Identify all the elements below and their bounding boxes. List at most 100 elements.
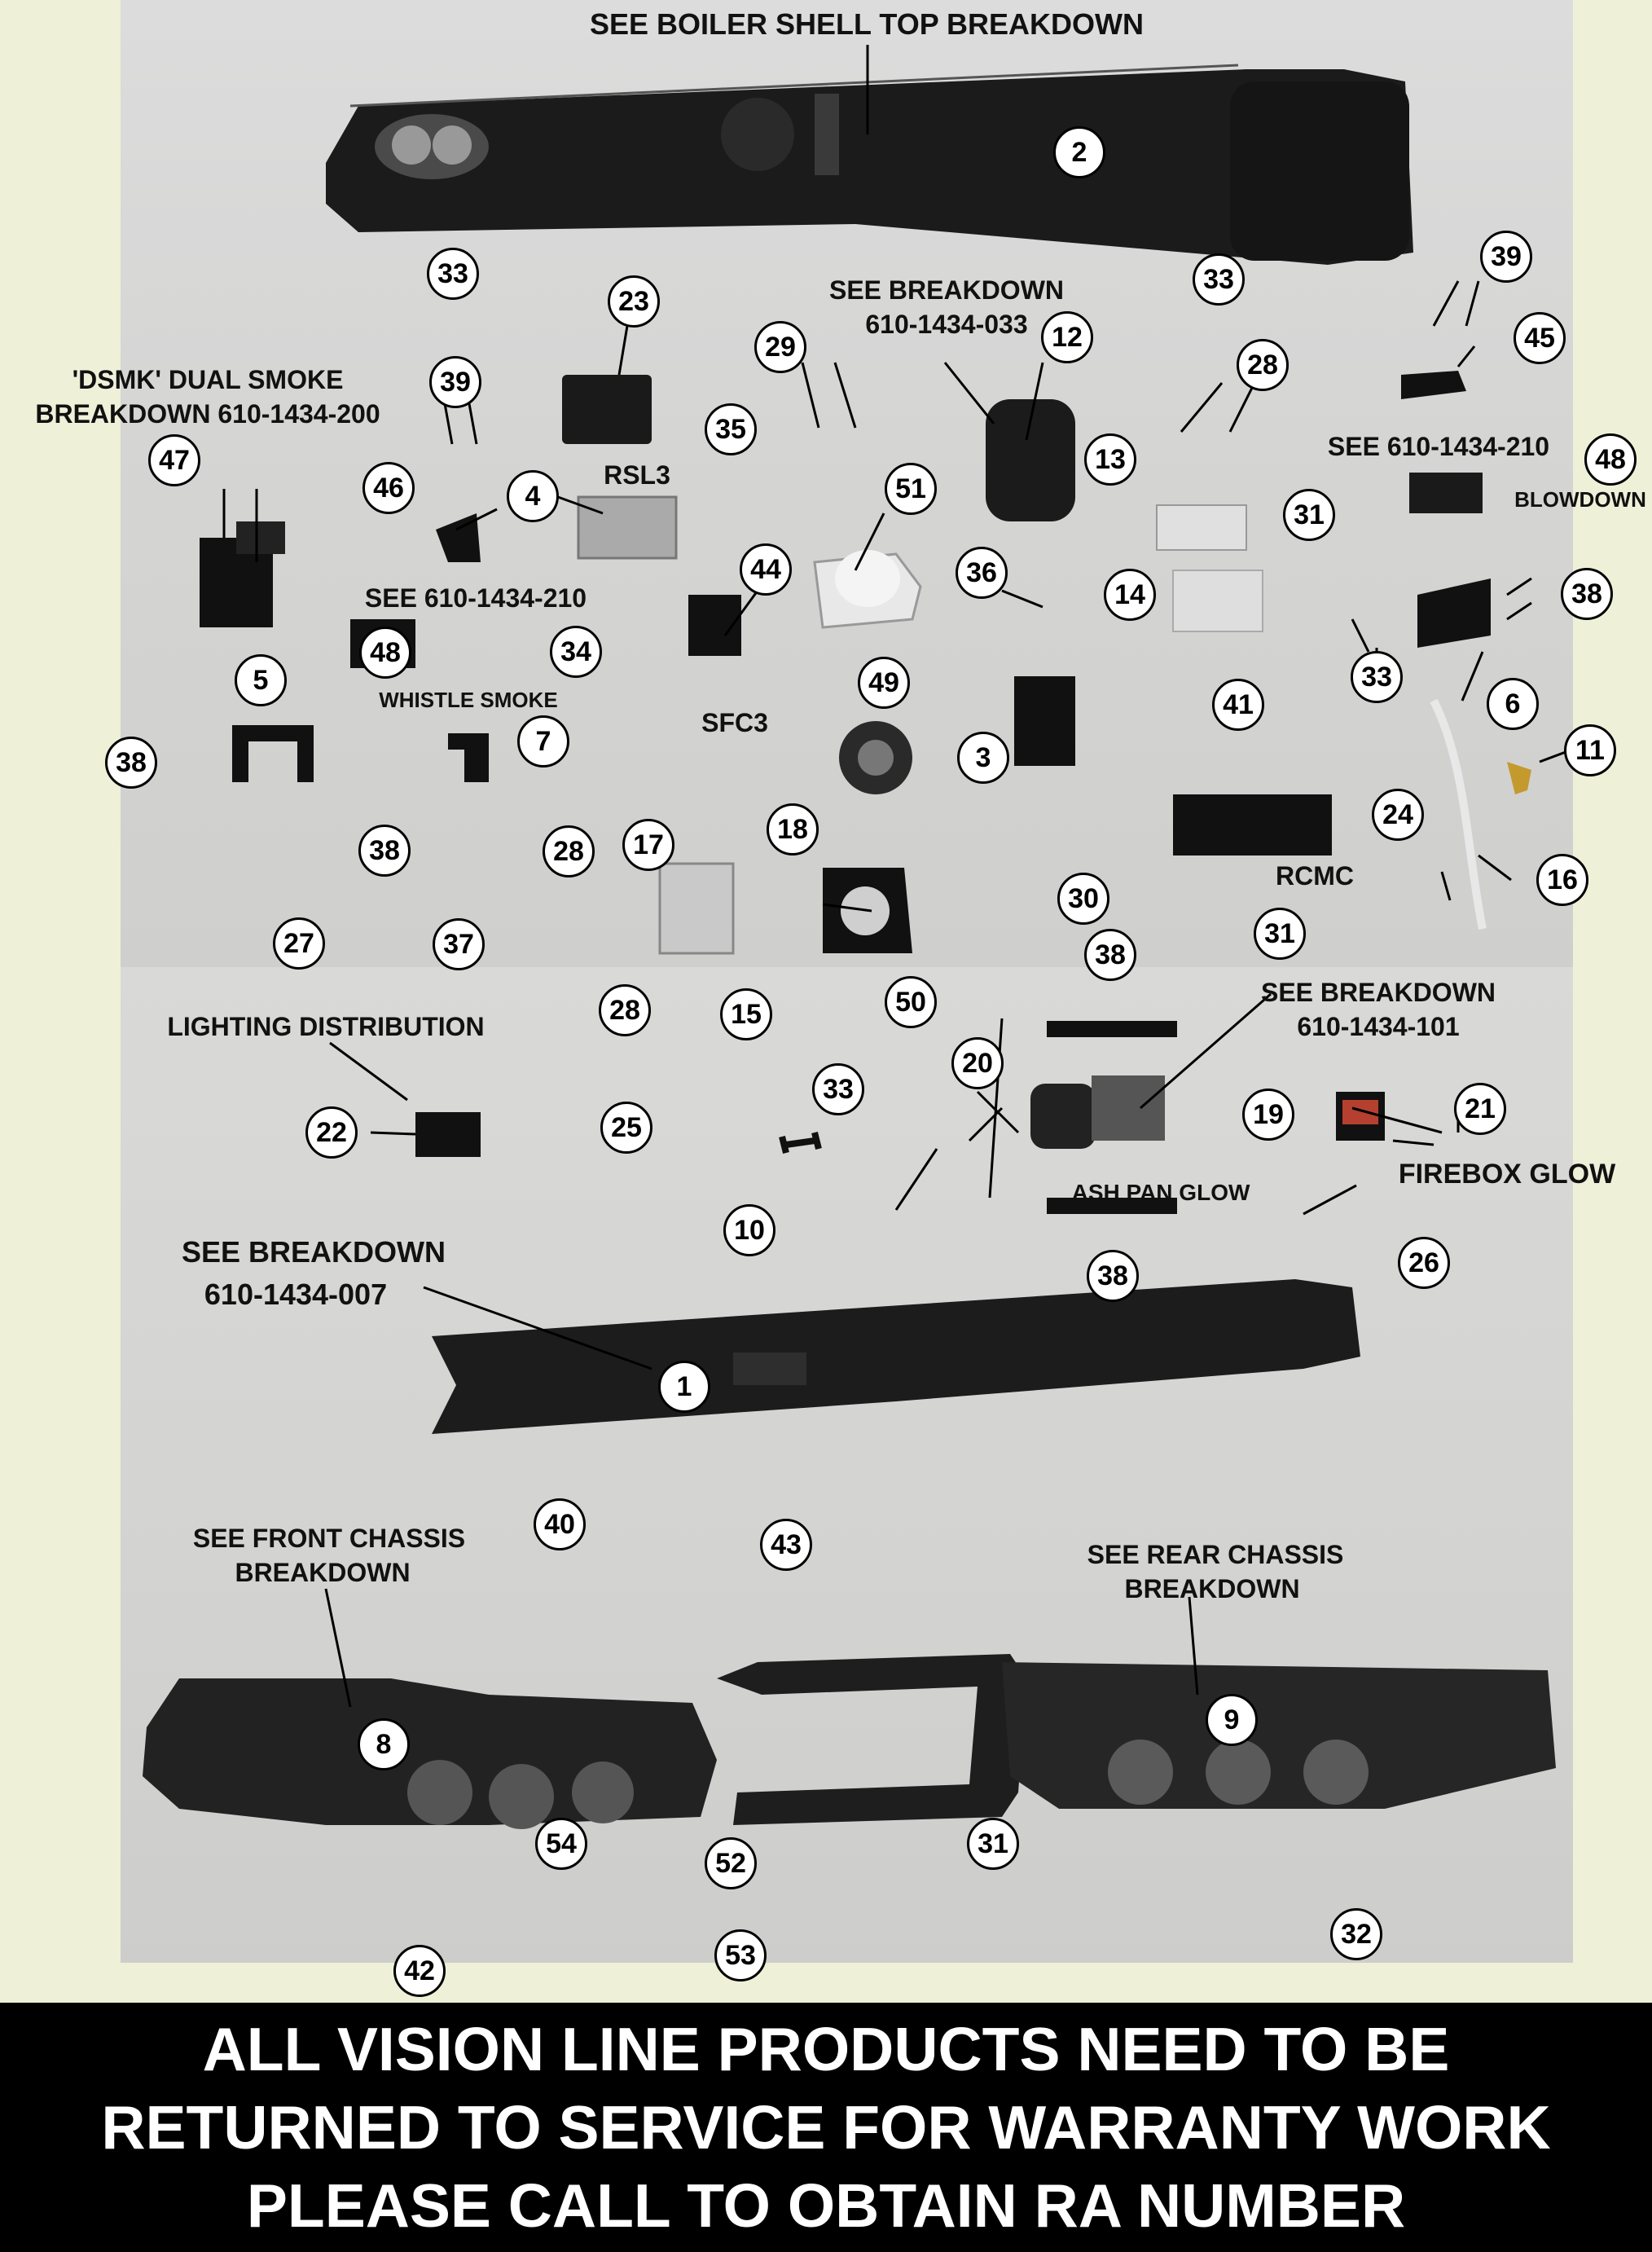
part-callout: 7 xyxy=(517,715,569,768)
front-chassis-part xyxy=(143,1678,717,1829)
see-210-label-a: SEE 610-1434-210 xyxy=(364,583,587,613)
see-033-label-line2: 610-1434-033 xyxy=(865,310,1028,339)
part-callout: 16 xyxy=(1536,854,1588,906)
part-callout: 52 xyxy=(705,1837,757,1889)
rear-chassis-label-line2: BREAKDOWN xyxy=(1124,1574,1300,1603)
part-callout: 39 xyxy=(1480,231,1532,283)
part-callout: 33 xyxy=(1193,253,1245,306)
part-callout: 33 xyxy=(812,1063,864,1115)
part-callout: 13 xyxy=(1084,433,1136,486)
see-007-label-line1: SEE BREAKDOWN xyxy=(181,1235,446,1269)
dsmk-label-line1: 'DSMK' DUAL SMOKE xyxy=(72,365,344,394)
see-007-label-line2: 610-1434-007 xyxy=(204,1278,388,1311)
part-callout: 38 xyxy=(1084,929,1136,981)
part-callout: 5 xyxy=(235,654,287,706)
part-callout: 14 xyxy=(1104,569,1156,621)
warranty-line-2: RETURNED TO SERVICE FOR WARRANTY WORK xyxy=(101,2093,1551,2162)
part-callout: 27 xyxy=(273,917,325,970)
part-callout: 40 xyxy=(534,1498,586,1550)
part-callout: 46 xyxy=(362,462,415,514)
whistle-smoke-label: WHISTLE SMOKE xyxy=(379,688,558,712)
part-callout: 53 xyxy=(714,1929,767,1981)
part-callout: 48 xyxy=(1584,433,1637,486)
warranty-line-3: PLEASE CALL TO OBTAIN RA NUMBER xyxy=(246,2171,1406,2240)
small-parts xyxy=(200,371,1531,1214)
part-callout: 41 xyxy=(1212,679,1264,731)
part-callout: 25 xyxy=(600,1102,652,1154)
part-callout: 34 xyxy=(550,626,602,678)
rsl3-label: RSL3 xyxy=(604,460,670,490)
part-callout: 19 xyxy=(1242,1089,1294,1141)
see-033-label-line1: SEE BREAKDOWN xyxy=(828,275,1065,305)
part-callout: 3 xyxy=(957,732,1009,784)
part-callout: 42 xyxy=(393,1945,446,1997)
see-101-label-line1: SEE BREAKDOWN xyxy=(1260,978,1496,1007)
ash-pan-glow-label: ASH PAN GLOW xyxy=(1071,1180,1250,1205)
part-callout: 8 xyxy=(358,1718,410,1770)
lighting-distribution-label: LIGHTING DISTRIBUTION xyxy=(167,1012,485,1041)
part-callout: 45 xyxy=(1514,312,1566,364)
sfc3-label: SFC3 xyxy=(701,708,768,737)
part-callout: 15 xyxy=(720,988,772,1040)
part-callout: 38 xyxy=(1561,568,1613,620)
part-callout: 37 xyxy=(433,918,485,970)
part-callout: 6 xyxy=(1487,678,1539,730)
part-callout: 38 xyxy=(358,825,411,877)
firebox-glow-label: FIREBOX GLOW xyxy=(1398,1159,1616,1190)
part-callout: 49 xyxy=(858,657,910,709)
boiler-shell-title: SEE BOILER SHELL TOP BREAKDOWN xyxy=(589,7,1145,41)
blowdown-label: BLOWDOWN xyxy=(1514,487,1646,512)
part-callout: 30 xyxy=(1057,873,1109,925)
part-callout: 24 xyxy=(1372,789,1424,841)
chassis-frame-part xyxy=(432,1279,1360,1434)
dsmk-label-line2: BREAKDOWN 610-1434-200 xyxy=(35,399,380,429)
front-chassis-label-line2: BREAKDOWN xyxy=(235,1558,411,1587)
part-callout: 21 xyxy=(1454,1083,1506,1135)
part-callout: 4 xyxy=(507,470,559,522)
part-callout: 18 xyxy=(767,803,819,855)
boiler-shell-part xyxy=(326,64,1413,265)
rear-chassis-label-line1: SEE REAR CHASSIS xyxy=(1087,1540,1344,1569)
part-callout: 43 xyxy=(760,1519,812,1571)
part-callout: 1 xyxy=(658,1361,710,1413)
see-101-label-line2: 610-1434-101 xyxy=(1297,1012,1460,1041)
part-callout: 20 xyxy=(951,1037,1004,1089)
leader-lines xyxy=(222,45,1573,1708)
part-callout: 51 xyxy=(885,463,937,515)
part-callout: 38 xyxy=(105,737,157,789)
part-callout: 39 xyxy=(429,356,481,408)
part-callout: 9 xyxy=(1206,1694,1258,1746)
part-callout: 31 xyxy=(1254,908,1306,960)
warranty-banner: ALL VISION LINE PRODUCTS NEED TO BE RETU… xyxy=(0,2003,1652,2252)
part-callout: 23 xyxy=(608,275,660,328)
part-callout: 54 xyxy=(535,1818,587,1870)
part-callout: 11 xyxy=(1564,724,1616,776)
rear-chassis-part xyxy=(717,1654,1556,1825)
part-callout: 32 xyxy=(1330,1908,1382,1960)
part-callout: 31 xyxy=(1283,489,1335,541)
warranty-line-1: ALL VISION LINE PRODUCTS NEED TO BE xyxy=(202,2015,1450,2083)
part-callout: 33 xyxy=(1351,651,1403,703)
part-callout: 38 xyxy=(1087,1250,1139,1302)
part-callout: 28 xyxy=(543,825,595,877)
part-callout: 47 xyxy=(148,434,200,486)
see-210-label-b: SEE 610-1434-210 xyxy=(1327,432,1550,461)
part-callout: 12 xyxy=(1041,311,1093,363)
part-callout: 31 xyxy=(967,1818,1019,1870)
front-chassis-label-line1: SEE FRONT CHASSIS xyxy=(192,1524,466,1553)
part-callout: 48 xyxy=(359,627,411,679)
part-callout: 28 xyxy=(1237,339,1289,391)
part-callout: 26 xyxy=(1398,1237,1450,1289)
part-callout: 33 xyxy=(427,248,479,300)
part-callout: 17 xyxy=(622,819,674,871)
part-callout: 28 xyxy=(599,984,651,1036)
part-callout: 50 xyxy=(885,976,937,1028)
part-callout: 10 xyxy=(723,1204,775,1256)
part-callout: 35 xyxy=(705,403,757,455)
rcmc-label: RCMC xyxy=(1276,861,1354,891)
part-callout: 29 xyxy=(754,321,806,373)
part-callout: 44 xyxy=(740,543,792,596)
part-callout: 2 xyxy=(1053,126,1105,178)
